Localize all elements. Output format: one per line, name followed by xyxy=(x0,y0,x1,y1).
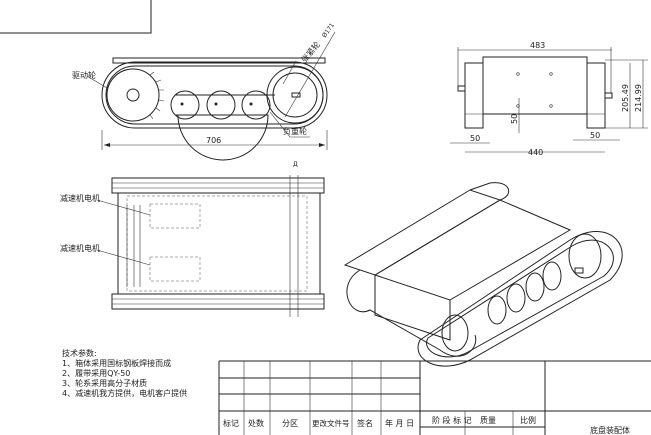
motor-label-2: 减速机电机 xyxy=(60,243,100,253)
header-zone: 分区 xyxy=(282,419,298,428)
tech-note: 3、轮系采用高分子材质 xyxy=(62,379,148,388)
dim-mid: 50 xyxy=(510,114,519,124)
drawing-name: 底盘装配体 xyxy=(590,425,630,435)
diameter-label: Ø171 xyxy=(321,22,336,39)
frame-box xyxy=(0,0,152,34)
plan-view xyxy=(96,175,325,317)
side-view xyxy=(86,31,336,161)
dim-left: 50 xyxy=(470,134,480,143)
height-inner-dim: 205.49 xyxy=(621,84,630,112)
length-dimension: 706 xyxy=(206,136,221,145)
header-mark: 标记 xyxy=(223,418,239,428)
header-count: 处数 xyxy=(248,418,264,428)
motor-label-1: 减速机电机 xyxy=(60,193,100,203)
isometric-view xyxy=(343,182,623,367)
end-view xyxy=(450,47,648,153)
height-outer-dim: 214.99 xyxy=(634,84,643,112)
road-wheel-label: 负重轮 xyxy=(283,126,307,136)
tech-note: 1、箱体采用国标钢板焊接而成 xyxy=(62,359,172,368)
title-block xyxy=(218,360,651,435)
svg-text:Д: Д xyxy=(293,161,298,168)
tech-notes-title: 技术参数: xyxy=(62,349,97,358)
drive-wheel xyxy=(106,68,160,122)
stage-label: 阶 段 标 记 xyxy=(432,415,472,425)
width-bottom-dim: 440 xyxy=(528,148,543,157)
header-change-doc: 更改文件号 xyxy=(312,418,350,428)
width-top-dim: 483 xyxy=(530,41,545,50)
tension-wheel xyxy=(266,66,324,124)
drive-wheel-label: 驱动轮 xyxy=(72,70,96,80)
tech-notes: 技术参数: 1、箱体采用国标钢板焊接而成 2、履带采用QY-50 3、轮系采用高… xyxy=(62,349,187,399)
header-date: 年 月 日 xyxy=(385,418,414,428)
scale-label: 比例 xyxy=(520,415,536,425)
header-signature: 签名 xyxy=(357,418,373,428)
tech-note: 2、履带采用QY-50 xyxy=(62,369,131,378)
tech-note: 4、减速机我方提供，电机客户提供 xyxy=(62,389,188,398)
dim-right: 50 xyxy=(590,131,600,140)
mass-label: 质量 xyxy=(480,415,496,425)
